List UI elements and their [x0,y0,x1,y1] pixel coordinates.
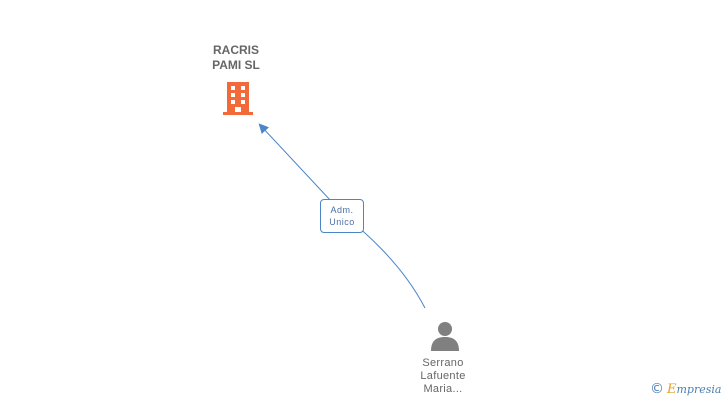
person-name-line-3[interactable]: Maria... [423,383,463,395]
person-name-line-1[interactable]: Serrano [422,357,464,369]
person-name-line-2[interactable]: Lafuente [420,370,466,382]
role-label: Adm. Unico [320,199,364,233]
person-icon[interactable] [429,320,461,352]
role-label-line-1: Adm. [330,205,354,215]
company-name-line-1[interactable]: RACRIS [212,43,259,57]
brand-first-letter: E [667,381,677,397]
person-name[interactable]: Serrano Lafuente Maria... [393,357,493,396]
empresia-watermark: © Empresia [650,380,721,398]
building-icon[interactable] [221,80,255,116]
company-name[interactable]: RACRIS PAMI SL [186,43,286,73]
company-name-line-2[interactable]: PAMI SL [212,58,260,72]
brand-rest: mpresia [676,382,722,396]
brand-logo: Empresia [667,382,721,397]
role-label-line-2: Unico [329,217,355,227]
copyright-icon: © [650,381,664,397]
